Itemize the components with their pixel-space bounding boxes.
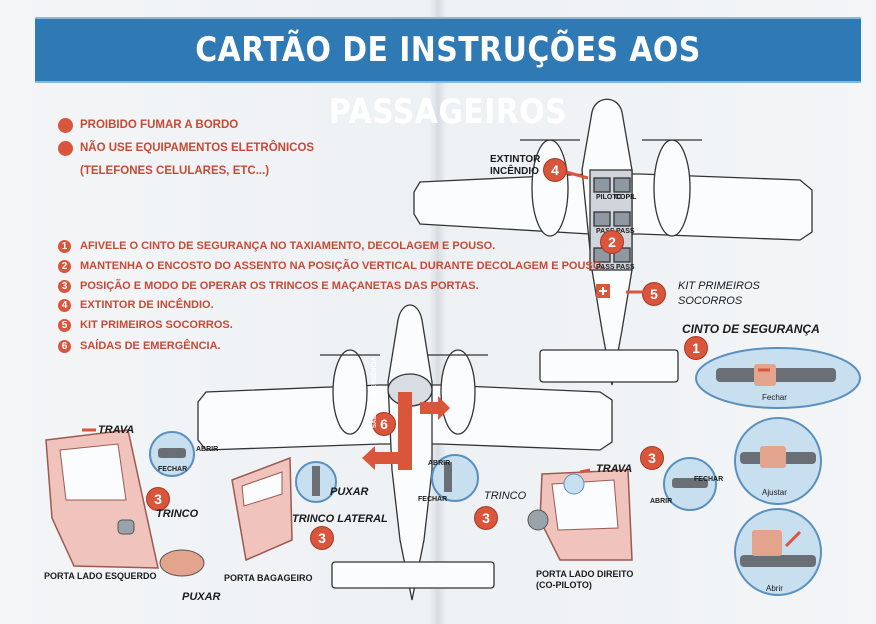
warning-no-smoking: PROIBIDO FUMAR A BORDO — [80, 119, 239, 131]
seat-pass: PASS — [616, 264, 635, 271]
right-trava: TRAVA — [596, 463, 633, 475]
badge-3: 3 — [310, 526, 334, 550]
bottom-trinco: TRINCO — [484, 490, 527, 502]
right-abrir: ABRIR — [650, 498, 673, 505]
bottom-abrir: ABRIR — [428, 460, 451, 467]
warning-no-electronics: NÃO USE EQUIPAMENTOS ELETRÔNICOS — [80, 142, 315, 154]
exit-arrow-left-icon — [362, 446, 398, 470]
warning-bullet-icon — [58, 118, 73, 133]
badge-3: 3 — [640, 446, 664, 470]
baggage-trinco-lateral: TRINCO LATERAL — [292, 513, 388, 525]
seat-pass: PASS — [596, 264, 615, 271]
exit-strip-text: SAÍDA DE EMERGÊNCIA — [372, 357, 378, 428]
extintor-label: EXTINTOR — [490, 154, 541, 165]
item-text: SAÍDAS DE EMERGÊNCIA. — [80, 340, 221, 352]
left-door-caption: PORTA LADO ESQUERDO — [44, 571, 157, 581]
baggage-puxar: PUXAR — [330, 486, 369, 498]
emergency-exit-strip — [398, 392, 412, 470]
badge-6: 6 — [372, 412, 396, 436]
incendio-label: INCÊNDIO — [490, 166, 539, 177]
belt-fechar: Fechar — [762, 393, 787, 402]
badge-3: 3 — [474, 506, 498, 530]
page-title: CARTÃO DE INSTRUÇÕES AOS PASSAGEIROS — [195, 30, 701, 132]
item-text: KIT PRIMEIROS SOCORROS. — [80, 319, 233, 331]
badge-2: 2 — [600, 230, 624, 254]
item-text: AFIVELE O CINTO DE SEGURANÇA NO TAXIAMEN… — [80, 240, 496, 252]
badge-5: 5 — [642, 282, 666, 306]
arrow-extintor-icon — [565, 170, 589, 180]
belt-title: CINTO DE SEGURANÇA — [682, 322, 820, 336]
right-door-caption-line2: (CO-PILOTO) — [536, 580, 592, 590]
kit-label-line1: KIT PRIMEIROS — [678, 280, 760, 292]
left-abrir: ABRIR — [196, 446, 219, 453]
item-number: 2 — [58, 260, 71, 273]
warning-electronics-examples: (TELEFONES CELULARES, ETC...) — [80, 165, 270, 177]
left-trava: TRAVA — [98, 424, 135, 436]
belt-ajustar: Ajustar — [762, 488, 787, 497]
item-number: 3 — [58, 280, 71, 293]
item-number: 1 — [58, 240, 71, 253]
title-banner: CARTÃO DE INSTRUÇÕES AOS PASSAGEIROS — [35, 17, 861, 132]
seat-piloto: PILOTO — [596, 194, 622, 201]
item-text: POSIÇÃO E MODO DE OPERAR OS TRINCOS E MA… — [80, 280, 479, 292]
item-text: MANTENHA O ENCOSTO DO ASSENTO NA POSIÇÃO… — [80, 260, 605, 272]
item-number: 5 — [58, 319, 71, 332]
left-trinco: TRINCO — [156, 508, 199, 520]
left-fechar: FECHAR — [158, 466, 188, 473]
right-fechar: FECHAR — [694, 476, 724, 483]
item-number: 4 — [58, 299, 71, 312]
bottom-fechar: FECHAR — [418, 496, 448, 503]
exit-arrow-right-icon — [420, 396, 450, 420]
belt-abrir: Abrir — [766, 584, 783, 593]
left-puxar: PUXAR — [182, 591, 221, 603]
first-aid-cross-icon — [599, 287, 607, 295]
badge-1: 1 — [684, 336, 708, 360]
badge-3: 3 — [146, 487, 170, 511]
kit-label-line2: SOCORROS — [678, 295, 743, 307]
seat-pass: PASS — [616, 228, 635, 235]
item-text: EXTINTOR DE INCÊNDIO. — [80, 299, 214, 311]
badge-4: 4 — [543, 158, 567, 182]
baggage-door-shape — [231, 456, 293, 562]
item-number: 6 — [58, 340, 71, 353]
seat-copil: COPIL — [615, 194, 637, 201]
warning-bullet-icon — [58, 141, 73, 156]
baggage-door-caption: PORTA BAGAGEIRO — [224, 573, 313, 583]
right-door-caption-line1: PORTA LADO DIREITO — [536, 569, 634, 579]
